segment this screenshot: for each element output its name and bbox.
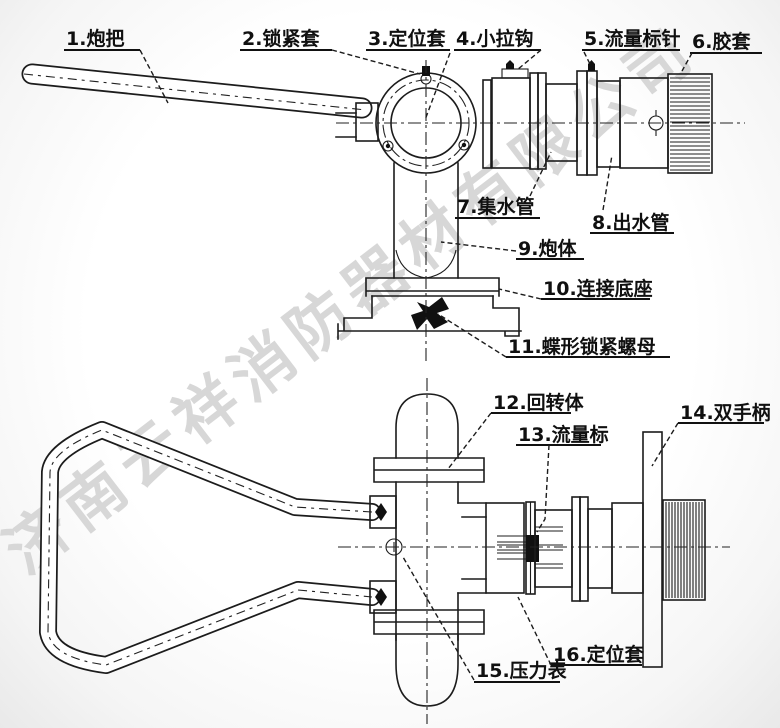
wing-nut [411, 297, 449, 330]
part-label: 3.定位套 [368, 27, 446, 50]
label-5: 5.流量标针 [582, 27, 680, 67]
pivot-diamond [375, 588, 387, 606]
label-15: 15.压力表 [402, 556, 568, 683]
label-12: 12.回转体 [447, 391, 585, 470]
label-11: 11.蝶形锁紧螺母 [437, 313, 670, 358]
part-label: 1.炮把 [66, 27, 124, 50]
part-label: 8.出水管 [592, 211, 669, 234]
part-label: 2.锁紧套 [242, 27, 320, 50]
bolt-dot [461, 142, 467, 148]
part-label: 4.小拉钩 [456, 27, 533, 50]
part-label: 7.集水管 [457, 195, 534, 218]
label-6: 6.胶套 [681, 30, 762, 72]
label-14: 14.双手柄 [651, 401, 771, 467]
part-label: 15.压力表 [476, 659, 568, 682]
bottom-view [39, 378, 730, 724]
label-16: 16.定位套 [517, 596, 645, 666]
bolt-dot [385, 143, 391, 149]
rubber-cover-ribs-bottom [665, 502, 703, 598]
gun-body-and-base [337, 162, 522, 340]
label-2: 2.锁紧套 [240, 27, 421, 75]
label-4: 4.小拉钩 [454, 27, 542, 71]
labels: 1.炮把 2.锁紧套 3.定位套 4.小拉钩 5.流量标针 6.胶套 7.集水管… [64, 27, 771, 683]
part-label: 16.定位套 [553, 643, 645, 666]
part-label: 9.炮体 [518, 237, 577, 260]
rubber-cover-ribs [670, 77, 710, 171]
label-10: 10.连接底座 [498, 277, 653, 300]
part-label: 6.胶套 [692, 30, 751, 53]
part-label: 10.连接底座 [543, 277, 653, 300]
label-7: 7.集水管 [455, 151, 552, 219]
handle-tube [21, 63, 379, 142]
flow-scale-marker [526, 535, 539, 562]
bottom-nozzle-assembly [457, 431, 706, 668]
part-label: 14.双手柄 [680, 401, 771, 424]
pivot-diamond [375, 503, 387, 521]
part-label: 11.蝶形锁紧螺母 [508, 335, 656, 358]
label-13: 13.流量标 [516, 423, 609, 533]
label-8: 8.出水管 [590, 154, 674, 234]
pull-hook-pin [506, 60, 514, 69]
label-1: 1.炮把 [64, 27, 169, 104]
part-label: 13.流量标 [518, 423, 609, 446]
part-label: 5.流量标针 [584, 27, 680, 50]
part-label: 12.回转体 [493, 391, 585, 414]
loop-handle [39, 421, 381, 674]
top-view [21, 60, 745, 364]
label-9: 9.炮体 [440, 237, 584, 260]
label-3: 3.定位套 [366, 27, 451, 121]
double-handle-bar [642, 431, 663, 668]
